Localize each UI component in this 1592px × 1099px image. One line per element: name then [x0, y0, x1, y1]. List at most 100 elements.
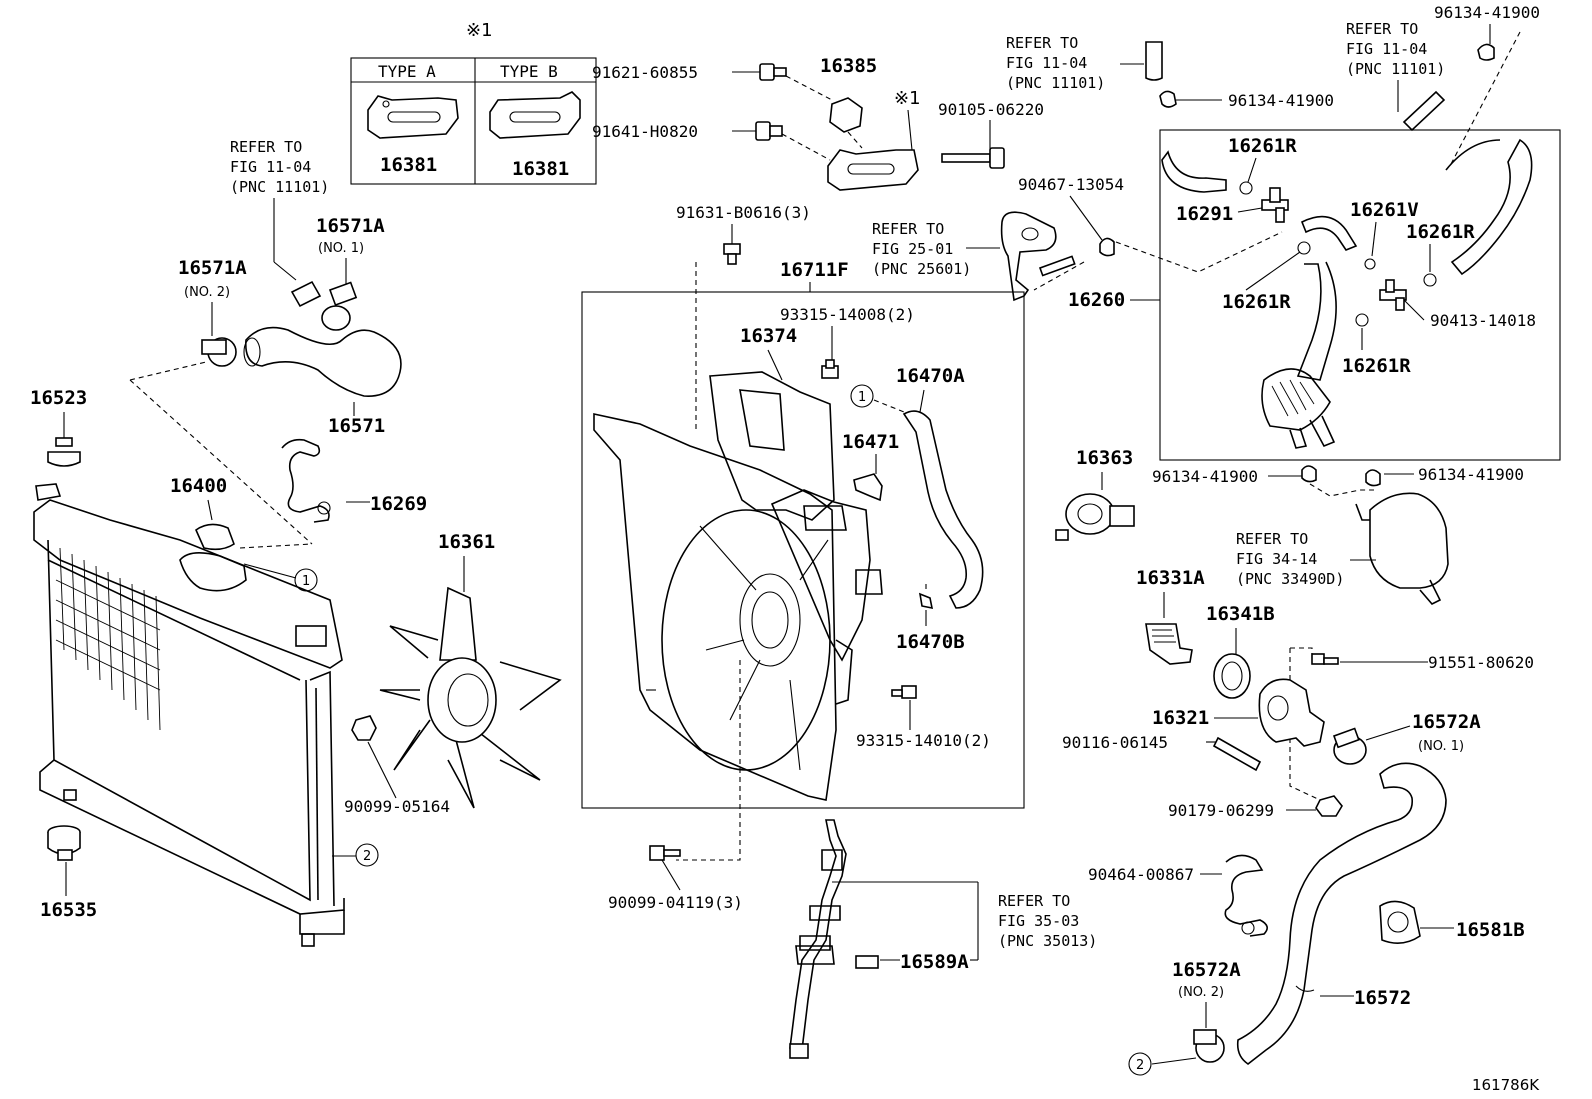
callout-1-shroud: 1: [850, 384, 905, 413]
type-a-part-number: 16381: [380, 154, 437, 176]
ref-fig-25-01: REFER TO FIG 25-01 (PNC 25601): [872, 211, 1076, 302]
fan-shroud-assembly: [593, 413, 883, 801]
type-table-frame: [350, 57, 597, 185]
diagram-id: 161786K: [1472, 1076, 1540, 1094]
label-16470b: 16470B: [896, 631, 965, 653]
clamp-16571a-no2-icon: [201, 337, 237, 367]
label-16571a-no2: 16571A: [178, 257, 247, 279]
ref-fig-11-04-middle: REFER TO FIG 11-04 (PNC 11101): [1006, 34, 1163, 92]
clip-16470b-icon: [918, 592, 934, 610]
label-16571: 16571: [328, 415, 385, 437]
bolt-93315-14010-icon: [891, 685, 917, 699]
fan-shroud-box: 93315-14008(2) 16374 16470A 1: [581, 291, 1025, 809]
type-b-part-number: 16381: [512, 158, 569, 180]
label-16572a-no1-note: (NO. 1): [1418, 739, 1464, 754]
svg-text:1: 1: [858, 390, 866, 405]
overflow-hose-16470a: [902, 410, 984, 609]
label-96134-41900-left: 96134-41900: [1152, 467, 1258, 486]
label-90105-06220: 90105-06220: [938, 100, 1044, 119]
thermostat-16331a-icon: [1145, 623, 1193, 665]
bolt-91551-80620-icon: [1311, 653, 1339, 665]
bolt-91631-b0616-icon: [723, 243, 741, 265]
label-16363: 16363: [1076, 447, 1133, 469]
label-16523: 16523: [30, 387, 87, 409]
ref-mid-line3: (PNC 11101): [1006, 74, 1105, 92]
label-90413-14018: 90413-14018: [1430, 311, 1536, 330]
bolt-93315-14008-icon: [821, 359, 839, 379]
label-16572a-no2-note: (NO. 2): [1178, 985, 1224, 1000]
ref-25-line3: (PNC 25601): [872, 260, 971, 278]
label-16321: 16321: [1152, 707, 1209, 729]
label-90099-04119: 90099-04119(3): [608, 893, 743, 912]
ref-left-line2: FIG 11-04: [230, 158, 311, 176]
clip-16471-icon: [853, 473, 883, 502]
clip-90467-13054-icon: [1099, 237, 1115, 257]
ref-34-line1: REFER TO: [1236, 530, 1308, 548]
clamp-96134-top-icon: [1159, 90, 1177, 108]
tee-fitting-16291-icon: [1261, 187, 1289, 223]
label-96134-41900-right: 96134-41900: [1418, 465, 1524, 484]
label-16361: 16361: [438, 531, 495, 553]
label-16400: 16400: [170, 475, 227, 497]
clamp-16572a-no1-icon: [1332, 727, 1367, 765]
ref-fig-34-14: REFER TO FIG 34-14 (PNC 33490D): [1236, 492, 1449, 605]
water-inlet-16321-icon: [1258, 678, 1325, 747]
bolt-91641-h0820-icon: [755, 121, 783, 141]
clamp-16581b-icon: [1379, 900, 1421, 944]
label-16261v: 16261V: [1350, 199, 1419, 221]
callout-2-radiator: 2: [332, 843, 379, 867]
shroud-16374: [709, 371, 835, 521]
nut-90179-06299-icon: [1315, 795, 1343, 817]
clip-90464-00867-icon: [1224, 854, 1268, 937]
label-90464-00867: 90464-00867: [1088, 865, 1194, 884]
radiator-16400: 16400: [33, 475, 345, 947]
callout-2-hose: 2: [1128, 1052, 1197, 1076]
ref-35-line3: (PNC 35013): [998, 932, 1097, 950]
label-16331a: 16331A: [1136, 567, 1205, 589]
ref-fig-11-04-left: REFER TO FIG 11-04 (PNC 11101): [230, 138, 329, 308]
label-16571a-no1-note: (NO. 1): [318, 241, 364, 256]
bolt-90105-06220-icon: [941, 147, 1005, 169]
label-96134-41900-topright: 96134-41900: [1434, 3, 1540, 22]
ref-34-line3: (PNC 33490D): [1236, 570, 1344, 588]
ref-25-line1: REFER TO: [872, 220, 944, 238]
label-16374: 16374: [740, 325, 797, 347]
label-90467-13054: 90467-13054: [1018, 175, 1124, 194]
bracket-type-a-illustration: [367, 95, 459, 139]
ref-fig-11-04-right: REFER TO FIG 11-04 (PNC 11101): [1346, 20, 1445, 132]
label-93315-14010: 93315-14010(2): [856, 731, 991, 750]
fan-motor-16363-icon: [1055, 493, 1135, 541]
note-mark-top: ※1: [466, 20, 493, 41]
svg-text:2: 2: [1136, 1058, 1144, 1073]
cushion-16523-icon: [47, 437, 81, 467]
clamp-16571a-no1-icon: [321, 281, 358, 331]
type-table: ※1 TYPE A TYPE B 16381 16381: [350, 20, 597, 185]
bracket-16381-assembled: [827, 149, 919, 191]
ref-right-line2: FIG 11-04: [1346, 40, 1427, 58]
callout-1-radiator: 1: [243, 563, 318, 592]
ref-right-line3: (PNC 11101): [1346, 60, 1445, 78]
ref-35-line2: FIG 35-03: [998, 912, 1079, 930]
bolt-90099-04119-icon: [649, 845, 681, 861]
label-90179-06299: 90179-06299: [1168, 801, 1274, 820]
label-91551-80620: 91551-80620: [1428, 653, 1534, 672]
label-96134-41900-top: 96134-41900: [1228, 91, 1334, 110]
svg-text:1: 1: [302, 574, 310, 589]
label-16589a: 16589A: [900, 951, 969, 973]
label-16581b: 16581B: [1456, 919, 1525, 941]
bolt-91621-60855-icon: [759, 63, 787, 81]
label-90116-06145: 90116-06145: [1062, 733, 1168, 752]
lower-radiator-hose-16572: [1236, 762, 1447, 1065]
ref-fig-35-03: REFER TO FIG 35-03 (PNC 35013): [832, 881, 1097, 961]
label-16572a-no1: 16572A: [1412, 711, 1481, 733]
label-16261r-a: 16261R: [1228, 135, 1297, 157]
label-90099-05164: 90099-05164: [344, 797, 450, 816]
label-16385: 16385: [820, 55, 877, 77]
label-16260: 16260: [1068, 289, 1125, 311]
hose-box-frame: [1159, 129, 1561, 461]
type-b-label: TYPE B: [500, 62, 558, 81]
label-16291: 16291: [1176, 203, 1233, 225]
fitting-90413-14018-icon: [1379, 279, 1407, 311]
label-16261r-c: 16261R: [1222, 291, 1291, 313]
top-center-hardware: 91621-60855 16385 91641-H0820 ※1 90105-0…: [592, 55, 1044, 191]
